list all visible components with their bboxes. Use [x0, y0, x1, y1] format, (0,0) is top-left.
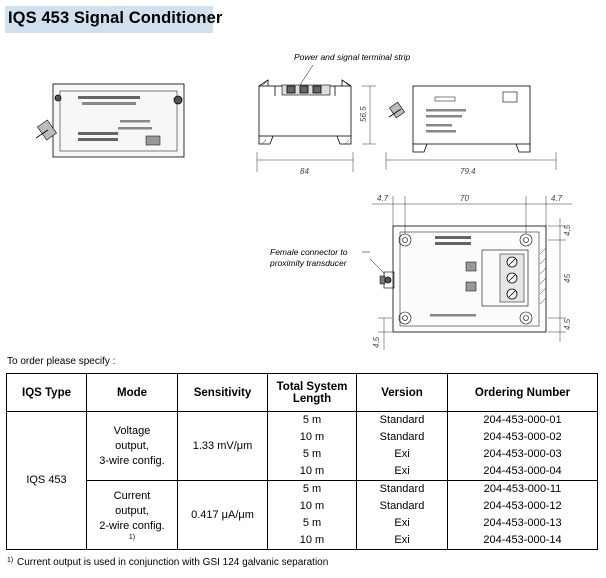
footnote-marker: 1): [7, 557, 14, 564]
cell-length: 10 m: [267, 532, 357, 550]
header-total-system-length: Total System Length: [267, 373, 357, 412]
cell-ordering-number: 204-453-000-02: [447, 429, 598, 446]
footnote-reference: 1): [128, 533, 136, 541]
dim-left-small: 4.5: [372, 336, 381, 348]
table-row: 10 m Exi 204-453-000-14: [7, 532, 598, 550]
cell-version: Standard: [356, 429, 448, 446]
cell-ordering-number: 204-453-000-03: [447, 446, 598, 463]
cell-mode-voltage: Voltage output, 3-wire config.: [86, 411, 178, 481]
cell-version: Exi: [356, 463, 448, 481]
dim-width-front: 84: [300, 167, 309, 176]
table-row: Current output, 2-wire config. 1) 0.417 …: [7, 480, 598, 550]
end-view: [385, 85, 557, 170]
cell-ordering-number: 204-453-000-13: [447, 515, 598, 532]
dim-edge-right: 4.7: [551, 194, 563, 203]
table-row: 10 m Standard 204-453-000-12: [7, 498, 598, 515]
cell-length: 10 m: [267, 498, 357, 515]
cell-length: 5 m: [267, 411, 357, 429]
footnote: 1) Current output is used in conjunction…: [7, 557, 328, 568]
dim-height-side: 56.5: [359, 106, 368, 122]
cell-length: 10 m: [267, 463, 357, 481]
ordering-table: IQS Type Mode Sensitivity Total System L…: [6, 373, 598, 550]
table-header-row: IQS Type Mode Sensitivity Total System L…: [6, 373, 598, 412]
cell-length: 5 m: [267, 446, 357, 463]
cell-version: Standard: [356, 498, 448, 515]
header-iqs-type: IQS Type: [6, 373, 87, 412]
top-view: [362, 196, 572, 350]
front-connector-icon: [35, 119, 57, 141]
mode-line: output,: [115, 439, 149, 452]
cell-ordering-number: 204-453-000-01: [447, 411, 598, 429]
table-row: 5 m Exi 204-453-000-03: [7, 446, 598, 463]
cell-length: 5 m: [267, 480, 357, 498]
cell-length: 10 m: [267, 429, 357, 446]
cell-ordering-number: 204-453-000-04: [447, 463, 598, 481]
mode-line: Voltage: [113, 424, 151, 437]
terminal-strip-icon: [281, 84, 331, 96]
header-length-line1: Total System: [276, 380, 348, 393]
dim-top-small: 4.5: [563, 224, 572, 236]
cell-mode-current: Current output, 2-wire config. 1): [86, 480, 178, 550]
dim-holes: 70: [460, 194, 469, 203]
cell-iqs-type: IQS 453: [6, 411, 87, 550]
dim-vertical-small: 45: [563, 274, 572, 283]
header-mode: Mode: [86, 373, 178, 412]
cell-version: Exi: [356, 515, 448, 532]
dim-edge-left: 4.7: [377, 194, 389, 203]
cell-version: Exi: [356, 532, 448, 550]
table-row: IQS 453 Voltage output, 3-wire config. 1…: [6, 411, 598, 550]
mode-line: 2-wire config.: [99, 519, 165, 532]
cell-sensitivity-voltage: 1.33 mV/μm: [177, 411, 268, 481]
terminal-block-icon: [465, 249, 529, 307]
footnote-text: Current output is used in conjunction wi…: [17, 557, 329, 568]
header-sensitivity: Sensitivity: [177, 373, 268, 412]
cell-version: Standard: [356, 480, 448, 498]
side-view: [256, 64, 376, 172]
cell-ordering-number: 204-453-000-14: [447, 532, 598, 550]
table-row: 10 m Exi 204-453-000-04: [7, 463, 598, 481]
callout-connector-line1: Female connector to: [270, 247, 348, 257]
side-connector-icon: [379, 271, 395, 289]
dim-depth-side: 79.4: [460, 167, 476, 176]
cell-version: Exi: [356, 446, 448, 463]
cell-length: 5 m: [267, 515, 357, 532]
table-row: 10 m Standard 204-453-000-02: [7, 429, 598, 446]
technical-drawing: Power and signal terminal strip Female c…: [35, 52, 572, 350]
page-title: IQS 453 Signal Conditioner: [8, 9, 223, 27]
order-note: To order please specify :: [7, 356, 116, 367]
header-ordering-number: Ordering Number: [447, 373, 598, 412]
header-version: Version: [356, 373, 448, 412]
mode-line: 3-wire config.: [99, 454, 165, 467]
end-connector-icon: [388, 101, 405, 119]
title-bar: [5, 6, 213, 33]
dim-bottom-small: 4.5: [563, 318, 572, 330]
header-length-line2: Length: [292, 392, 332, 405]
cell-version: Standard: [356, 411, 448, 429]
table-row: 5 m Exi 204-453-000-13: [7, 515, 598, 532]
mode-line: output,: [115, 504, 149, 517]
callout-terminal-strip: Power and signal terminal strip: [294, 52, 410, 62]
cell-sensitivity-current: 0.417 μA/μm: [177, 480, 268, 550]
cell-ordering-number: 204-453-000-11: [447, 480, 598, 498]
mode-line: Current: [113, 489, 151, 502]
callout-connector-line2: proximity transducer: [269, 258, 348, 268]
front-view: [35, 83, 185, 158]
cell-ordering-number: 204-453-000-12: [447, 498, 598, 515]
